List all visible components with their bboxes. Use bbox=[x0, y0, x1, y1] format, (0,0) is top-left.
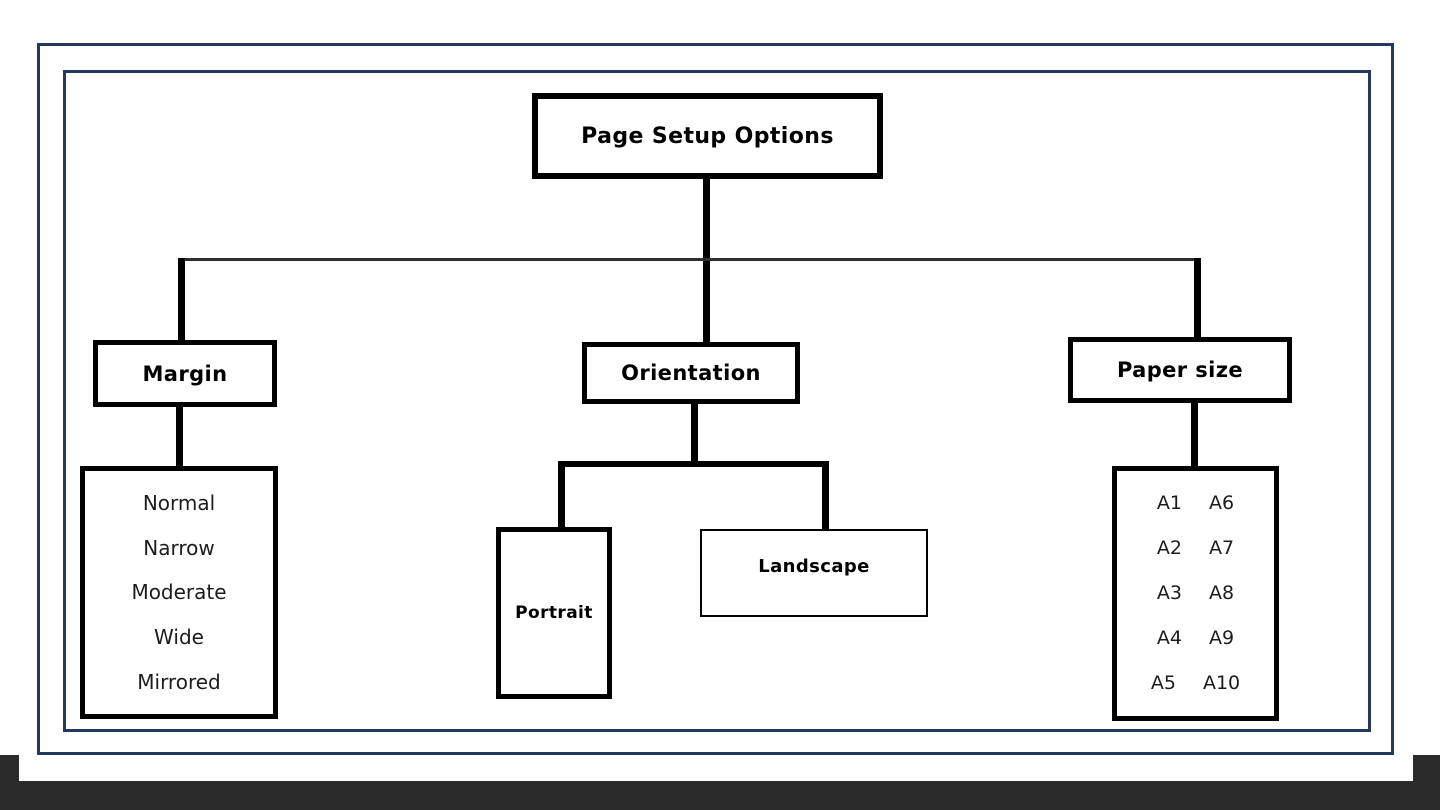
connector-drop-paper-size bbox=[1194, 258, 1201, 341]
paper-size-row: A2 A7 bbox=[1157, 539, 1234, 558]
connector-orientation-split bbox=[558, 461, 829, 467]
paper-size-row-cell: A9 bbox=[1209, 627, 1235, 649]
connector-root-trunk bbox=[703, 178, 710, 344]
paper-size-row: A1 A6 bbox=[1157, 494, 1234, 513]
paper-size-row: A3 A8 bbox=[1157, 584, 1234, 603]
node-page-setup-options: Page Setup Options bbox=[532, 93, 883, 179]
paper-size-row-cell: A10 bbox=[1202, 672, 1241, 694]
paper-size-row-cell: A7 bbox=[1209, 537, 1235, 559]
paper-size-row-cell: A3 bbox=[1156, 582, 1182, 604]
paper-size-row-cell: A2 bbox=[1156, 537, 1182, 559]
node-margin-label: Margin bbox=[142, 361, 228, 386]
connector-stem-margin bbox=[176, 404, 183, 467]
paper-size-row-cell: A8 bbox=[1209, 582, 1235, 604]
node-orientation-label: Orientation bbox=[621, 361, 761, 385]
node-page-setup-options-label: Page Setup Options bbox=[581, 123, 834, 149]
paper-size-row: A4 A9 bbox=[1157, 629, 1234, 648]
bottom-bar bbox=[0, 781, 1440, 810]
connector-drop-landscape bbox=[822, 461, 829, 530]
inner-border-frame bbox=[63, 70, 1371, 732]
connector-stem-paper-size bbox=[1191, 401, 1198, 467]
paper-size-row: A5 A10 bbox=[1151, 674, 1240, 693]
paper-size-row-cell: A1 bbox=[1156, 492, 1182, 514]
margin-option: Moderate bbox=[131, 580, 227, 605]
node-landscape: Landscape bbox=[700, 529, 928, 617]
margin-option: Wide bbox=[154, 625, 204, 650]
outer-border-frame bbox=[37, 43, 1394, 755]
margin-option: Mirrored bbox=[137, 669, 221, 694]
node-paper-size-label: Paper size bbox=[1116, 358, 1244, 382]
node-portrait-label: Portrait bbox=[515, 603, 593, 623]
connector-main-horizontal bbox=[178, 258, 1201, 261]
margin-option: Normal bbox=[142, 491, 216, 516]
paper-size-row-cell: A5 bbox=[1150, 672, 1176, 694]
node-orientation: Orientation bbox=[582, 342, 800, 404]
paper-size-row-cell: A4 bbox=[1156, 627, 1182, 649]
connector-stem-orientation bbox=[691, 402, 698, 464]
node-margin: Margin bbox=[93, 340, 277, 407]
margin-option: Narrow bbox=[143, 535, 215, 560]
node-portrait: Portrait bbox=[496, 527, 612, 699]
paper-size-row-cell: A6 bbox=[1209, 492, 1235, 514]
node-landscape-label: Landscape bbox=[758, 555, 870, 577]
node-paper-size: Paper size bbox=[1068, 337, 1292, 403]
connector-drop-portrait bbox=[558, 461, 565, 528]
connector-drop-margin bbox=[178, 258, 185, 344]
